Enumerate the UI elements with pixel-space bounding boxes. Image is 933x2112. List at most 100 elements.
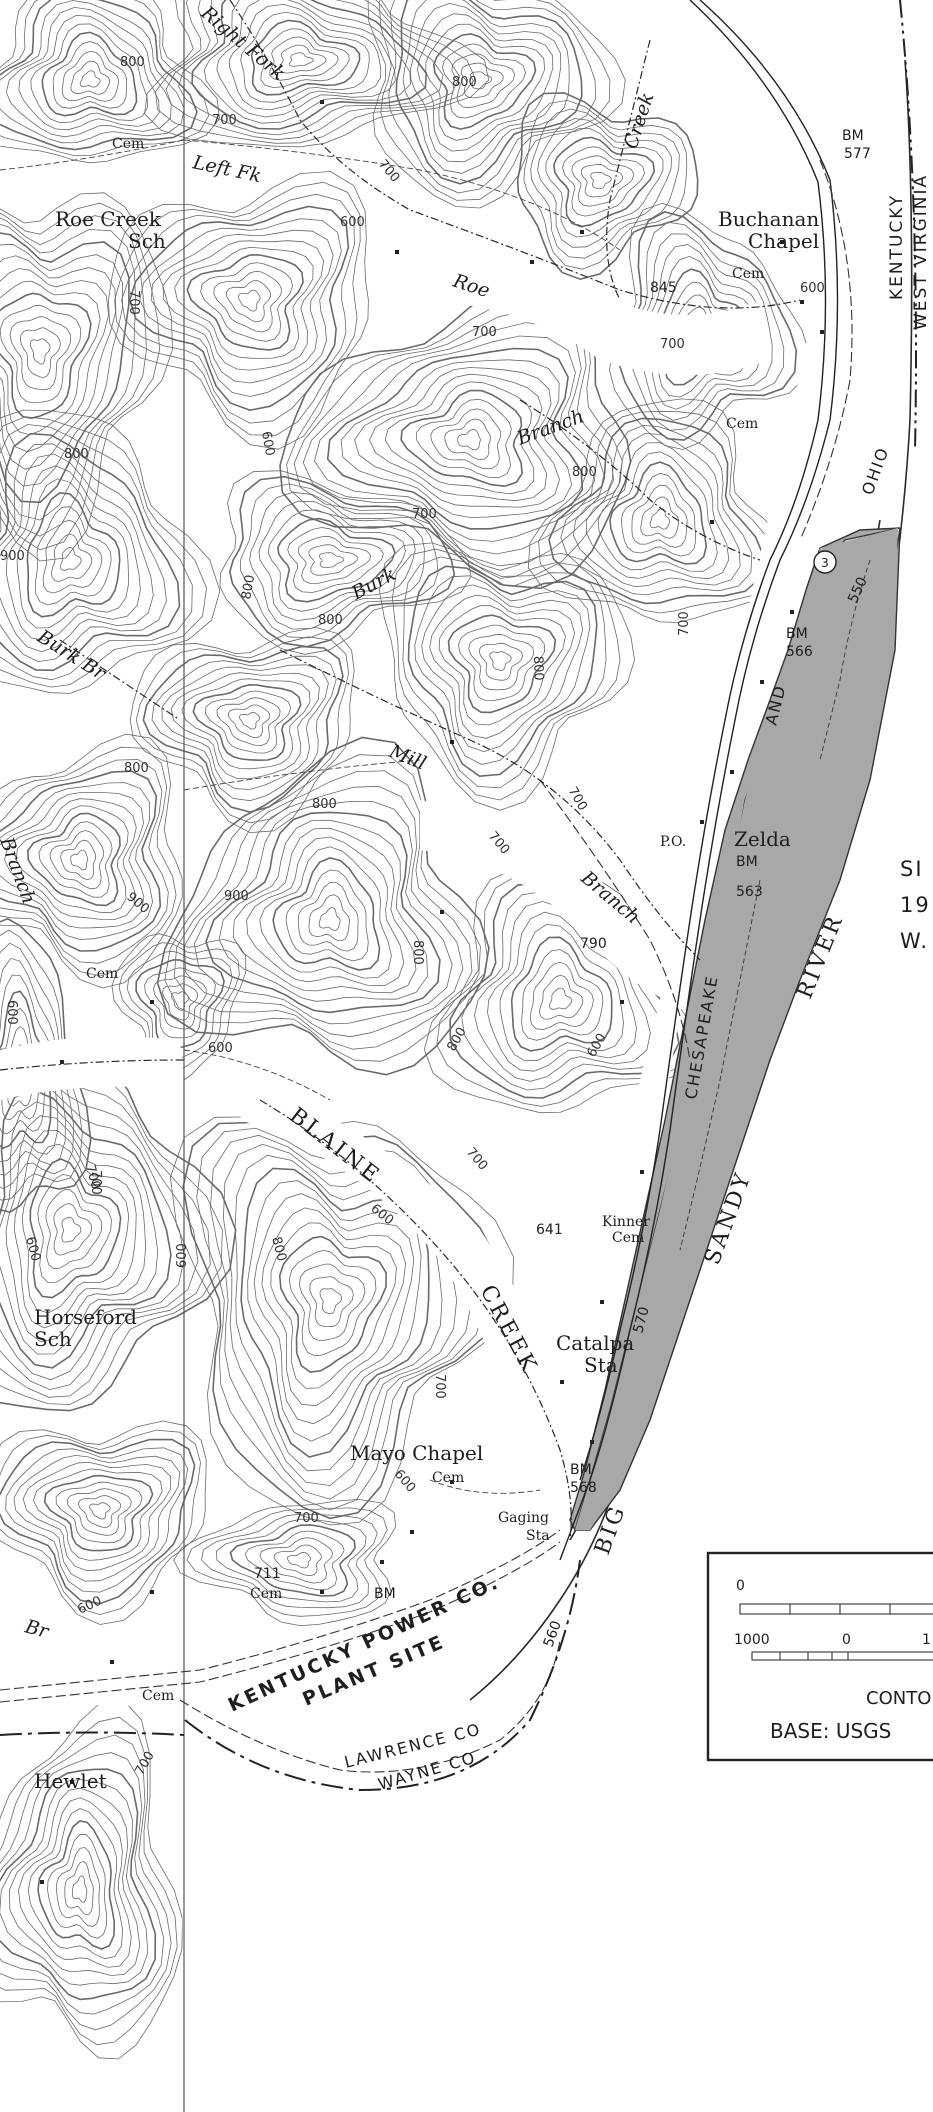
contour-line	[29, 338, 51, 365]
contour-label: 600	[340, 215, 365, 230]
spot-845: 845	[650, 280, 677, 296]
building-marker	[590, 1440, 594, 1444]
contour-line	[0, 1768, 157, 2001]
contour-label: 800	[124, 761, 149, 776]
contour-line	[297, 882, 359, 952]
contour-line	[277, 517, 396, 603]
contour-line	[55, 1481, 143, 1544]
contour-line	[38, 821, 113, 898]
contour-line	[425, 23, 546, 141]
contour-line	[204, 690, 292, 754]
contour-line	[161, 664, 329, 790]
contour-line	[18, 14, 160, 131]
contour-line	[0, 770, 162, 952]
contour-label: 700	[126, 290, 141, 315]
contour-line	[609, 461, 708, 565]
contour-line	[18, 1797, 132, 1968]
contour-line	[151, 655, 337, 802]
title-fragment-3: W.	[900, 929, 929, 953]
contour-line	[114, 181, 361, 436]
building-marker	[700, 820, 704, 824]
contour-line	[402, 556, 607, 789]
building-marker	[560, 1380, 564, 1384]
contour-line	[191, 0, 428, 130]
contour-line	[165, 0, 461, 141]
contour-label: 700	[88, 1170, 103, 1195]
contour-line	[61, 1216, 82, 1243]
cemetery-label-7: Cem	[142, 1688, 174, 1704]
contour-line	[287, 1551, 311, 1569]
contour-line	[226, 280, 271, 323]
contour-line	[4, 798, 137, 921]
contour-line	[410, 2, 562, 163]
contour-line	[216, 697, 281, 747]
streams	[0, 0, 801, 1541]
contour-line	[0, 1699, 183, 2060]
contour-line	[71, 1875, 88, 1903]
contour-line	[269, 36, 339, 81]
right-edge-title: SI 19 W.	[900, 857, 931, 953]
contour-line	[421, 584, 584, 753]
building-marker	[710, 520, 714, 524]
building-marker	[70, 1780, 74, 1784]
contour-line	[340, 359, 573, 518]
contour-line	[417, 13, 554, 152]
railroad-line	[559, 0, 839, 1561]
contour-line	[203, 0, 411, 124]
contour-label: 800	[120, 55, 145, 70]
contour-line	[545, 128, 664, 238]
building-marker	[580, 230, 584, 234]
contour-line	[139, 218, 342, 397]
contour-line	[0, 917, 92, 1213]
cemetery-label-4: Cem	[86, 966, 118, 982]
contour-line	[288, 1249, 377, 1357]
route-number: 3	[821, 556, 829, 570]
contour-line	[631, 484, 688, 548]
cemetery-label-5: Cem	[432, 1470, 464, 1486]
contour-line	[13, 1129, 137, 1329]
contour-line	[253, 1193, 415, 1425]
contour-label: 700	[472, 325, 497, 340]
contour-line	[232, 827, 417, 994]
contour-line	[580, 163, 624, 198]
horseford-school-label-2: Sch	[34, 1327, 72, 1351]
contour-line	[384, 381, 535, 495]
contour-label: 600	[258, 430, 277, 457]
mayo-chapel-label: Mayo Chapel	[350, 1441, 483, 1465]
contour-line	[8, 1787, 141, 1976]
contour-line	[19, 327, 61, 378]
contour-line	[0, 223, 137, 521]
contour-line	[429, 594, 576, 739]
building-marker	[730, 770, 734, 774]
contour-label: 800	[452, 75, 477, 90]
title-fragment-2: 19	[900, 893, 931, 917]
contour-label: 600	[175, 1243, 190, 1268]
contour-line	[66, 1488, 132, 1536]
contour-line	[169, 1116, 514, 1526]
bm-577-value: 577	[844, 146, 871, 162]
contour-line	[572, 433, 741, 588]
contour-line	[216, 0, 396, 118]
contour-line	[0, 733, 183, 989]
contour-line	[129, 626, 355, 834]
contour-line	[0, 304, 82, 404]
contour-line	[164, 754, 481, 1062]
spot-711: 711	[254, 1566, 281, 1582]
contour-line	[457, 429, 481, 451]
building-marker	[320, 100, 324, 104]
contour-line	[228, 475, 456, 648]
building-marker	[410, 1530, 414, 1534]
contour-line	[267, 509, 406, 612]
contour-line	[200, 262, 294, 342]
contour-line	[0, 957, 66, 1176]
building-marker	[450, 1480, 454, 1484]
bm-577-label: BM	[842, 128, 864, 144]
contour-line	[318, 906, 341, 931]
catalpa-station-label-2: Sta	[584, 1353, 618, 1377]
kentucky-label: KENTUCKY	[887, 194, 907, 300]
contour-line	[5, 1447, 189, 1593]
contour-label: 600	[4, 1000, 19, 1025]
place-labels: Roe Creek Sch Buchanan Chapel Zelda Hors…	[34, 136, 819, 1793]
contour-line	[0, 255, 117, 470]
